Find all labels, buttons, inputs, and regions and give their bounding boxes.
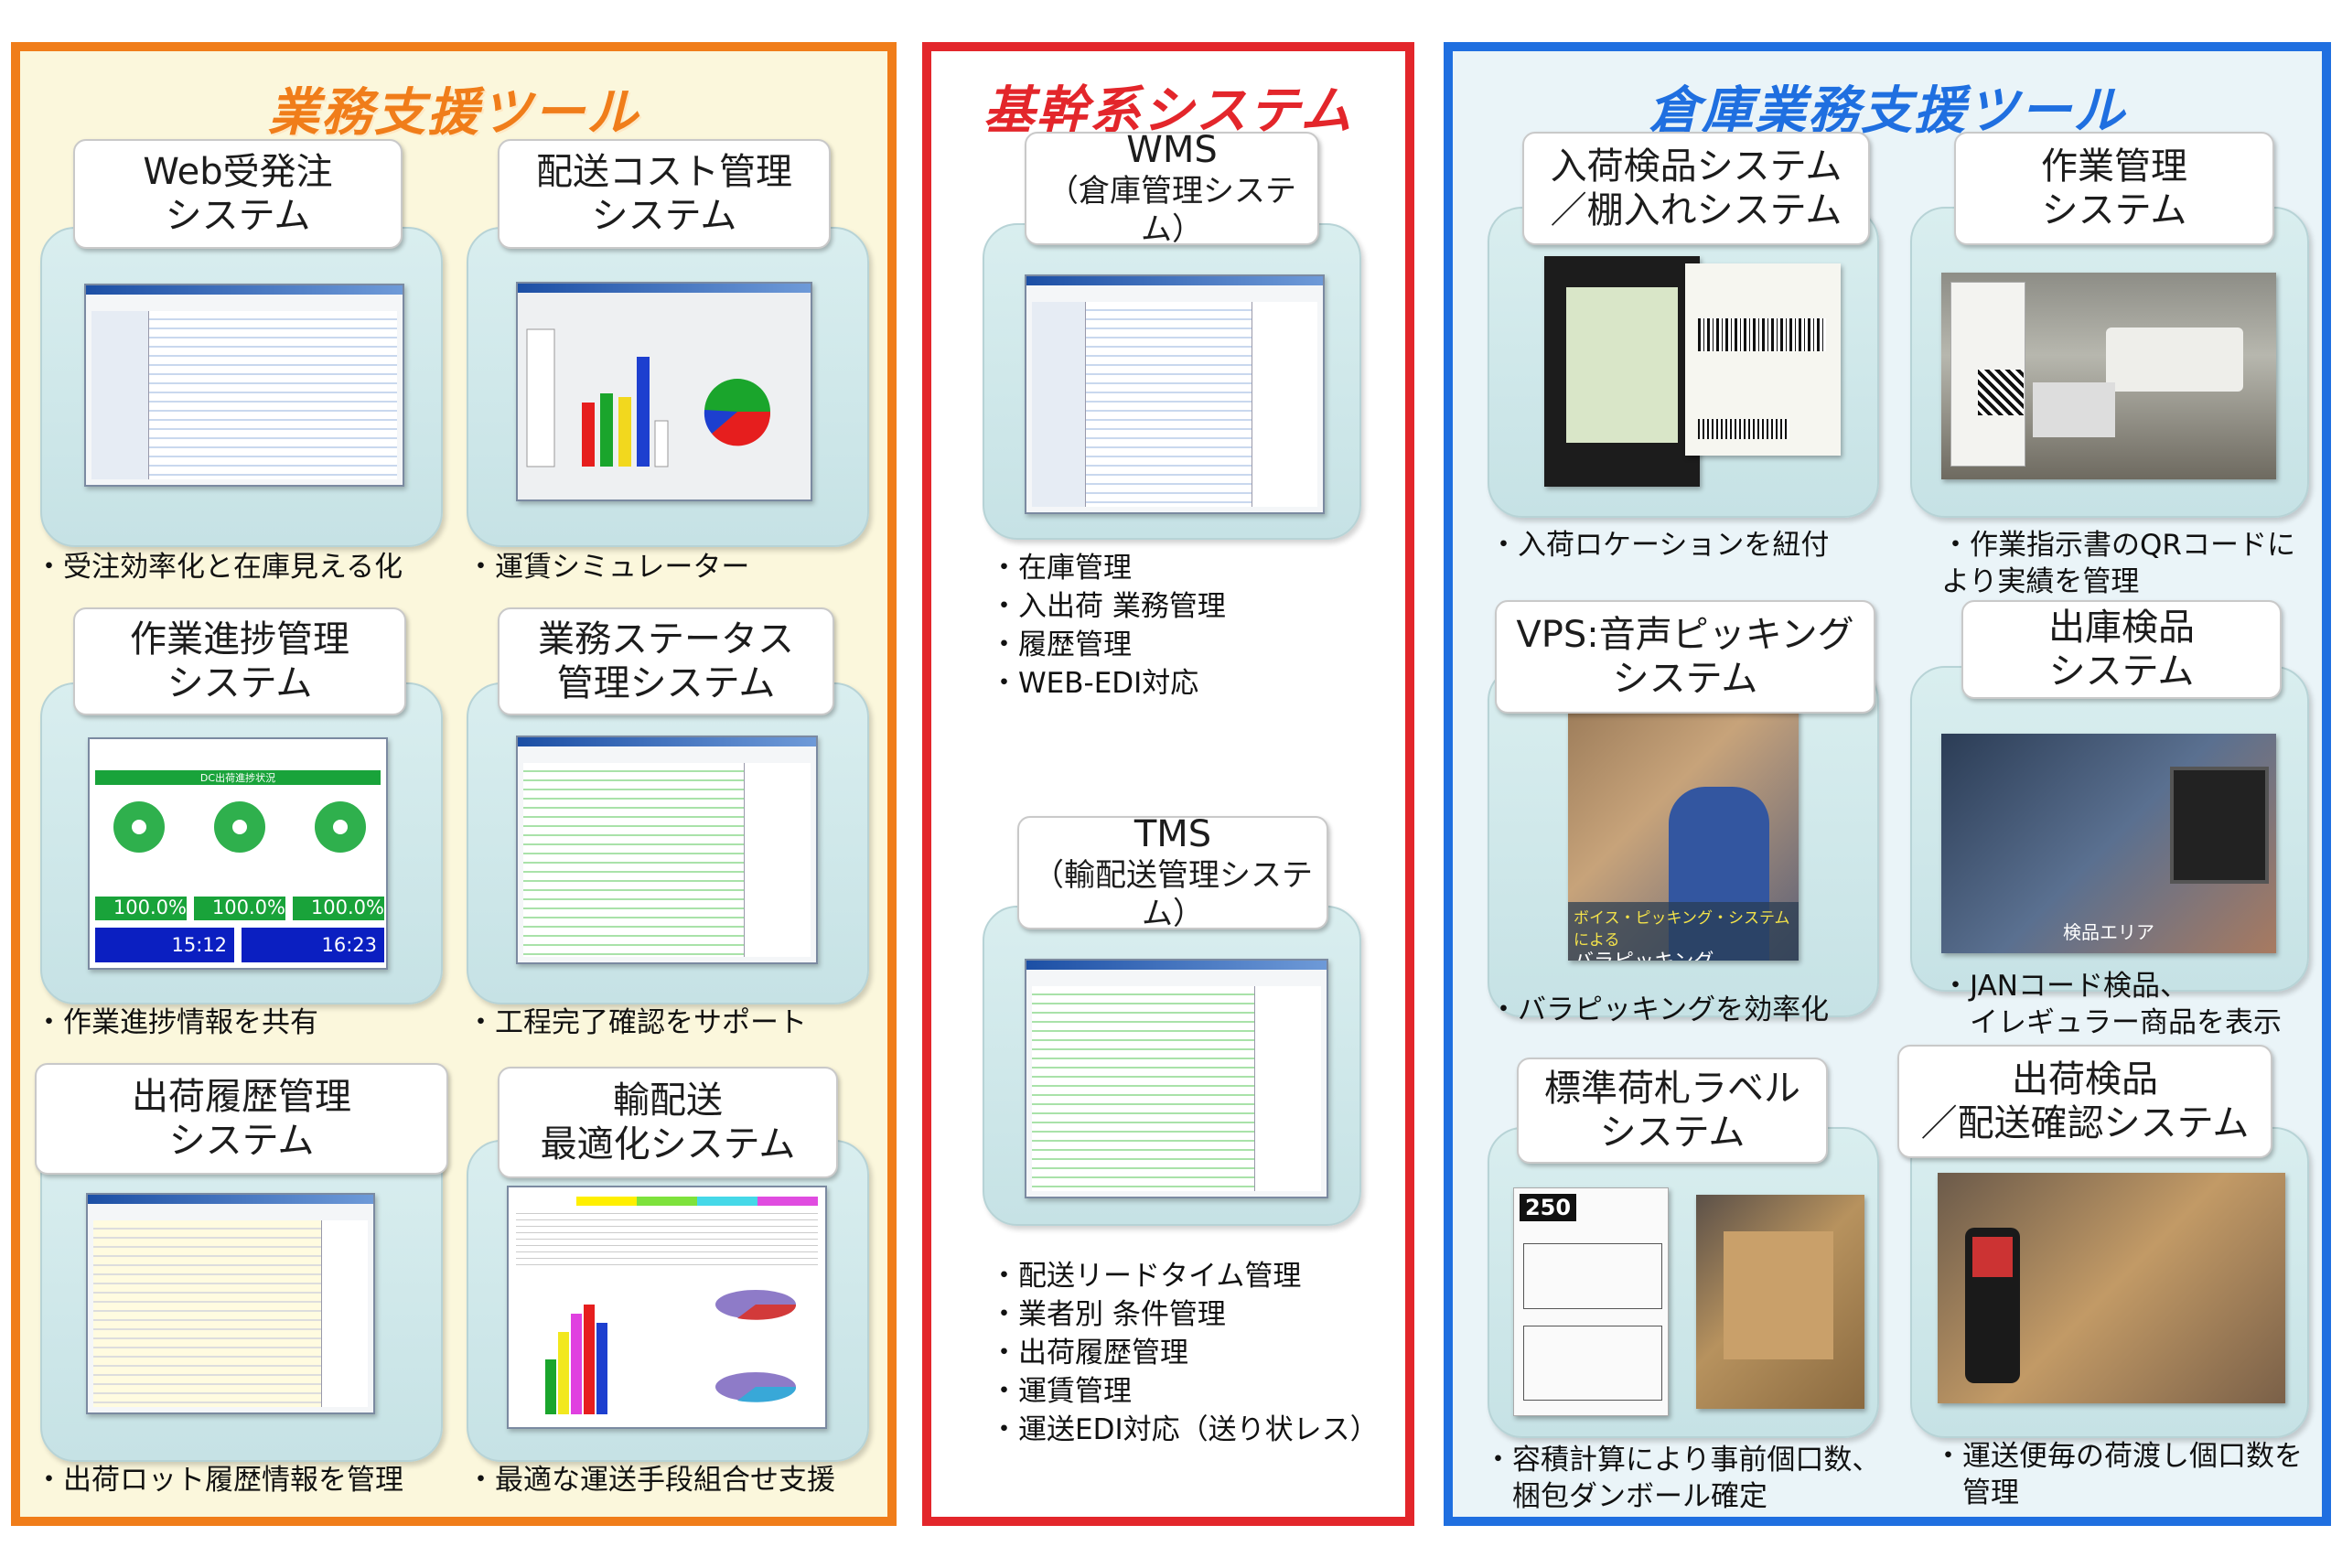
card-voice-picking-label: VPS:音声ピッキングシステム	[1495, 600, 1875, 714]
card-work-management-label: 作業管理システム	[1954, 132, 2274, 245]
transport-chart	[545, 1290, 797, 1414]
card-shipping-history-desc: ・出荷ロット履歴情報を管理	[35, 1464, 403, 1497]
card-outbound-inspection-label: 出庫検品システム	[1961, 600, 2282, 699]
photo-voice-picking: ボイス・ピッキング・システム による バラピッキング	[1568, 695, 1799, 961]
card-transport-optimization-label: 輸配送最適化システム	[498, 1067, 838, 1178]
wms-feature-list: ・在庫管理 ・入出荷 業務管理 ・履歴管理 ・WEB-EDI対応	[990, 552, 1226, 700]
card-business-status	[467, 682, 869, 1004]
card-standard-label: 250	[1488, 1127, 1879, 1438]
card-voice-picking-desc: ・バラピッキングを効率化	[1489, 993, 1830, 1026]
photo-shipping-inspection	[1938, 1173, 2285, 1403]
progress-percent-2: 100.0%	[194, 897, 285, 920]
card-work-progress-label: 作業進捗管理システム	[73, 607, 406, 715]
card-web-order-label: Web受発注システム	[73, 139, 403, 249]
card-outbound-inspection: 検品エリア	[1910, 666, 2309, 992]
screenshot-delivery-cost	[516, 282, 812, 501]
card-business-status-desc: ・工程完了確認をサポート	[467, 1006, 807, 1039]
card-web-order-desc: ・受注効率化と在庫見える化	[35, 551, 403, 584]
card-shipping-history	[40, 1140, 443, 1462]
tms-feature-list: ・配送リードタイム管理 ・業者別 条件管理 ・出荷履歴管理 ・運賃管理 ・運送E…	[990, 1260, 1379, 1446]
progress-header: DC出荷進捗状況	[95, 770, 381, 785]
photo-barcode-label	[1685, 263, 1841, 456]
photo-cardboard-box	[1696, 1195, 1864, 1409]
screenshot-web-order	[84, 284, 404, 487]
card-receiving-inspection	[1488, 207, 1879, 518]
screenshot-tms	[1025, 959, 1328, 1198]
panel-title: 業務支援ツール	[268, 83, 639, 143]
panel-business-support-tools: 業務支援ツール Web受発注システム ・受注効率化と在庫見える化	[11, 42, 897, 1526]
progress-percent-1: 100.0%	[95, 897, 187, 920]
vps-photo-caption: ボイス・ピッキング・システム による バラピッキング	[1568, 902, 1799, 961]
progress-time-1: 15:12	[95, 928, 234, 962]
card-tms-label: TMS（輸配送管理システム）	[1017, 813, 1328, 932]
card-receiving-inspection-desc: ・入荷ロケーションを紐付	[1489, 529, 1830, 562]
progress-time-2: 16:23	[242, 928, 384, 962]
card-receiving-inspection-label: 入荷検品システム／棚入れシステム	[1522, 132, 1870, 245]
card-standard-label-label: 標準荷札ラベルシステム	[1517, 1058, 1828, 1164]
card-shipping-inspection-desc: ・運送便毎の荷渡し個口数を 管理	[1934, 1440, 2303, 1509]
card-shipping-inspection-label: 出荷検品／配送確認システム	[1897, 1045, 2272, 1158]
card-work-progress: DC出荷進捗状況 100.0% 100.0% 100.0% 15:12 16:2…	[40, 682, 443, 1004]
card-outbound-inspection-desc: ・JANコード検品、 イレギュラー商品を表示	[1941, 970, 2282, 1039]
card-work-progress-desc: ・作業進捗情報を共有	[35, 1006, 318, 1039]
screenshot-shipping-history	[86, 1193, 375, 1414]
panel-title: 倉庫業務支援ツール	[1649, 81, 2126, 141]
progress-percent-3: 100.0%	[293, 897, 384, 920]
screenshot-wms	[1025, 274, 1325, 514]
card-transport-optimization-desc: ・最適な運送手段組合せ支援	[467, 1464, 835, 1497]
card-work-management	[1910, 207, 2309, 518]
label-number: 250	[1520, 1194, 1576, 1221]
card-business-status-label: 業務ステータス管理システム	[498, 607, 834, 715]
card-transport-optimization	[467, 1140, 869, 1462]
screenshot-work-progress: DC出荷進捗状況 100.0% 100.0% 100.0% 15:12 16:2…	[88, 737, 388, 970]
card-shipping-history-label: 出荷履歴管理システム	[35, 1063, 448, 1175]
cost-chart	[526, 328, 771, 467]
shipping-photo-caption: 検品エリア	[2063, 921, 2154, 943]
card-delivery-cost-desc: ・運賃シミュレーター	[467, 551, 750, 584]
card-voice-picking: ボイス・ピッキング・システム による バラピッキング	[1488, 666, 1879, 1017]
photo-work-management-station	[1941, 273, 2276, 479]
card-shipping-inspection	[1910, 1127, 2309, 1438]
screenshot-business-status	[516, 736, 818, 964]
card-work-management-desc: ・作業指示書のQRコードにより実績を管理	[1941, 529, 2295, 598]
photo-shipping-label: 250	[1513, 1187, 1669, 1416]
card-wms-label: WMS（倉庫管理システム）	[1025, 129, 1319, 248]
card-delivery-cost-label: 配送コスト管理システム	[498, 139, 831, 249]
screenshot-transport-optimization	[507, 1186, 827, 1429]
panel-title: 基幹系システム	[983, 81, 1354, 141]
card-wms	[983, 223, 1361, 540]
photo-handheld-scanner	[1544, 256, 1700, 487]
photo-outbound-inspection: 検品エリア	[1941, 734, 2276, 953]
card-delivery-cost	[467, 227, 869, 547]
card-tms	[983, 906, 1361, 1226]
panel-warehouse-support-tools: 倉庫業務支援ツール 入荷検品システム／棚入れシステム ・入荷ロケーションを紐付 …	[1444, 42, 2331, 1526]
panel-core-systems: 基幹系システム WMS（倉庫管理システム） ・在庫管理 ・入出荷 業務管理 ・履…	[922, 42, 1414, 1526]
card-standard-label-desc: ・容積計算により事前個口数、 梱包ダンボール確定	[1484, 1444, 1881, 1513]
progress-donuts	[113, 801, 366, 853]
card-web-order	[40, 227, 443, 547]
